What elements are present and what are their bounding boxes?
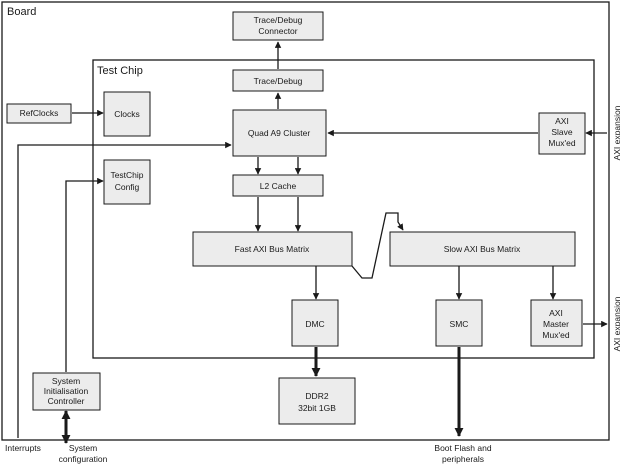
svg-text:Quad A9 Cluster: Quad A9 Cluster [248, 128, 311, 138]
interrupts-label: Interrupts [5, 443, 41, 453]
link-sysinit-to-config [65, 177, 104, 372]
block-fast-axi-bus-matrix: Fast AXI Bus Matrix [192, 231, 353, 267]
block-dmc: DMC [291, 299, 339, 347]
svg-text:Master: Master [543, 319, 569, 329]
block-clocks: Clocks [103, 91, 151, 137]
svg-text:32bit 1GB: 32bit 1GB [298, 403, 336, 413]
boot-flash-label-1: Boot Flash and [434, 443, 491, 453]
block-trace-debug-connector: Trace/Debug Connector [232, 11, 324, 41]
svg-text:Trace/Debug: Trace/Debug [254, 15, 303, 25]
svg-text:Mux'ed: Mux'ed [548, 138, 575, 148]
svg-text:Initialisation: Initialisation [44, 386, 89, 396]
block-ddr2: DDR2 32bit 1GB [278, 377, 356, 425]
svg-text:Slow AXI Bus Matrix: Slow AXI Bus Matrix [444, 244, 521, 254]
link-interrupts-to-a9 [17, 141, 232, 438]
test-chip-title: Test Chip [97, 65, 143, 77]
axi-expansion-label-top: AXI expansion [612, 105, 620, 160]
board-title: Board [7, 6, 36, 18]
block-axi-master-muxed: AXI Master Mux'ed [530, 299, 583, 347]
boot-flash-label-2: peripherals [442, 454, 484, 464]
svg-text:Clocks: Clocks [114, 109, 140, 119]
svg-text:Trace/Debug: Trace/Debug [254, 76, 303, 86]
svg-text:Connector: Connector [258, 26, 297, 36]
svg-text:Fast AXI Bus Matrix: Fast AXI Bus Matrix [235, 244, 310, 254]
svg-text:Config: Config [115, 182, 140, 192]
block-trace-debug: Trace/Debug [232, 69, 324, 92]
block-smc: SMC [435, 299, 483, 347]
svg-text:Slave: Slave [551, 127, 573, 137]
axi-expansion-label-bottom: AXI expansion [612, 296, 620, 351]
block-testchip-config: TestChip Config [103, 159, 151, 205]
svg-text:RefClocks: RefClocks [20, 108, 59, 118]
block-system-initialisation-controller: System Initialisation Controller [32, 372, 101, 411]
block-slow-axi-bus-matrix: Slow AXI Bus Matrix [389, 231, 576, 267]
svg-text:Controller: Controller [48, 396, 85, 406]
block-refclocks: RefClocks [6, 103, 72, 124]
block-axi-slave-muxed: AXI Slave Mux'ed [538, 112, 586, 155]
svg-text:DDR2: DDR2 [305, 391, 328, 401]
svg-text:AXI: AXI [555, 116, 569, 126]
system-configuration-label-2: configuration [59, 454, 108, 464]
block-l2-cache: L2 Cache [232, 174, 324, 197]
svg-text:SMC: SMC [450, 319, 469, 329]
svg-text:System: System [52, 376, 80, 386]
system-configuration-label-1: System [69, 443, 97, 453]
svg-text:TestChip: TestChip [110, 170, 143, 180]
svg-text:DMC: DMC [305, 319, 324, 329]
block-quad-a9-cluster: Quad A9 Cluster [232, 109, 327, 157]
link-fast-to-slow-axi [351, 212, 404, 279]
test-chip-frame [92, 59, 595, 359]
svg-text:Mux'ed: Mux'ed [542, 330, 569, 340]
svg-text:L2 Cache: L2 Cache [260, 181, 297, 191]
svg-text:AXI: AXI [549, 308, 563, 318]
